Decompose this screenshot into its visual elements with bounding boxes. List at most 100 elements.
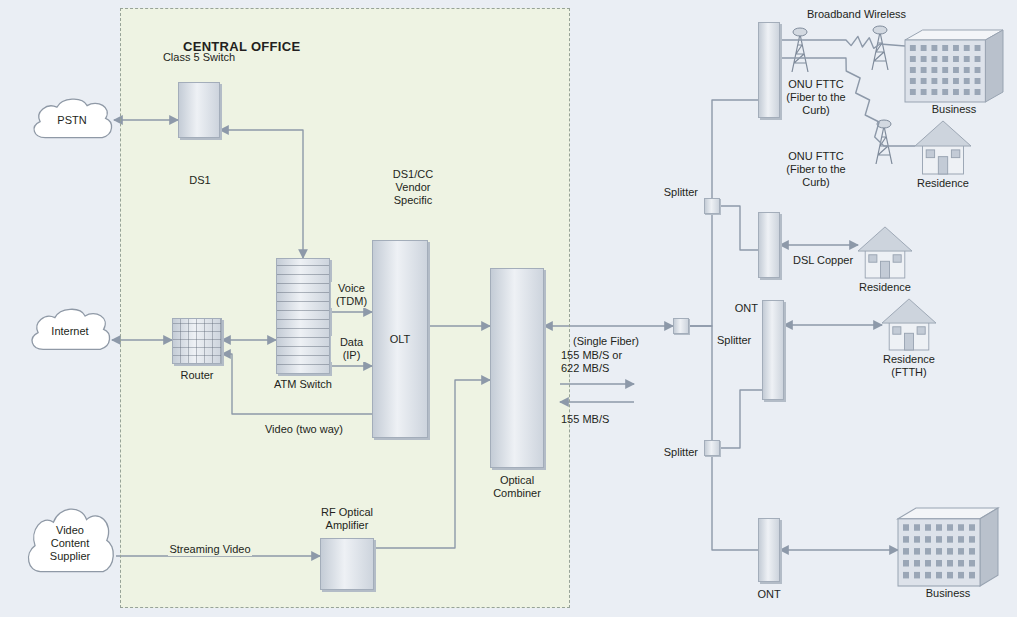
building-window [910, 89, 916, 95]
node-label: Residence (FTTH) [869, 353, 949, 379]
node-label: Router [157, 369, 237, 382]
building-window [921, 78, 927, 84]
house-wall [889, 320, 929, 350]
shape-outline [882, 298, 936, 350]
house-wall [865, 248, 905, 278]
label-holder: DS1 [178, 170, 222, 188]
node-label: Splitter [717, 334, 761, 347]
node-label: ATM Switch [263, 378, 343, 391]
node-label: Residence [845, 281, 925, 294]
label-holder: Broadband Wireless [806, 4, 926, 22]
building-window [910, 56, 916, 62]
building-window [925, 548, 931, 555]
signal-label: DS1 [188, 174, 211, 187]
building-side [980, 508, 998, 586]
house-window [917, 327, 925, 334]
equipment-box: Class 5 Switch [178, 82, 220, 138]
building-window [953, 45, 959, 51]
label-holder: 155 MB/S or 622 MB/S [560, 349, 636, 376]
upstream-arrow [560, 401, 634, 402]
building-window [958, 572, 964, 579]
edge-label: Data (IP) [331, 336, 372, 362]
network-cloud: Video Content Supplier [24, 504, 116, 582]
node-label: Internet [40, 325, 100, 338]
building-window [975, 45, 981, 51]
node-label: RF Optical Amplifier [307, 506, 387, 532]
building-window [936, 536, 942, 543]
building-window [975, 89, 981, 95]
cloud-shape [32, 309, 109, 349]
building-window [942, 78, 948, 84]
router-box: Router [172, 318, 222, 364]
edge-label: (Single Fiber) [572, 335, 640, 348]
cloud-shape [34, 99, 111, 137]
house-door [905, 333, 914, 350]
building-window [921, 45, 927, 51]
node-label: OLT [390, 333, 411, 346]
building-window [921, 67, 927, 73]
equipment-box: ONT [762, 300, 784, 400]
building-window [969, 524, 975, 531]
equipment-box: ONU FTTC (Fiber to the Curb) [758, 212, 780, 278]
house-window [951, 150, 959, 158]
connector-line [784, 324, 882, 325]
connector-line [720, 390, 762, 448]
building-window [936, 572, 942, 579]
label-holder: DSL Copper [788, 250, 858, 268]
building-window [931, 78, 937, 84]
house-door [938, 157, 947, 174]
building-window [947, 548, 953, 555]
signal-label: 155 MB/S [560, 413, 610, 426]
node-label: ONU FTTC (Fiber to the Curb) [786, 78, 846, 117]
building-window [942, 45, 948, 51]
house-window [893, 255, 901, 262]
connector-line [780, 549, 898, 550]
building-window [936, 548, 942, 555]
building-window [964, 45, 970, 51]
building-window [910, 67, 916, 73]
network-cloud: Internet [28, 306, 112, 356]
building-window [953, 56, 959, 62]
building-window [925, 560, 931, 567]
node-label: Business [905, 103, 1003, 116]
house-window [893, 327, 901, 334]
edge-label: Video (two way) [264, 423, 344, 436]
building-window [925, 524, 931, 531]
building-window [947, 560, 953, 567]
splitter-box: Splitter [704, 198, 720, 214]
cloud-shape [29, 509, 114, 571]
building-window [931, 67, 937, 73]
building-window [914, 572, 920, 579]
house-roof [915, 121, 971, 146]
residence-house: Residence [915, 120, 971, 174]
equipment-box: ONT [758, 518, 780, 582]
building-window [942, 56, 948, 62]
shape-outline [858, 226, 912, 278]
building-front [898, 519, 980, 586]
building-window [931, 45, 937, 51]
building-window [964, 67, 970, 73]
building-window [969, 572, 975, 579]
connector-line [428, 325, 490, 326]
building-window [953, 89, 959, 95]
connector-line [220, 130, 303, 258]
label-holder: DS1/CC Vendor Specific [386, 168, 440, 208]
building-window [969, 536, 975, 543]
connector-line [780, 58, 915, 146]
connector-line [330, 365, 372, 366]
central-office-region: CENTRAL OFFICEClass 5 SwitchRouterATM Sw… [120, 8, 570, 608]
label-holder: Voice (TDM) [331, 282, 372, 309]
splitter-box: Splitter [673, 318, 689, 334]
building-window [921, 56, 927, 62]
house-wall [922, 143, 963, 174]
building-window [958, 560, 964, 567]
connector-line [720, 206, 758, 250]
node-label: ONT [739, 588, 799, 601]
splitter-box: Splitter [704, 440, 720, 456]
building-window [925, 572, 931, 579]
building-window [903, 548, 909, 555]
atm-switch-rack: ATM Switch [276, 258, 330, 374]
house-window [869, 255, 877, 262]
building-window [914, 548, 920, 555]
